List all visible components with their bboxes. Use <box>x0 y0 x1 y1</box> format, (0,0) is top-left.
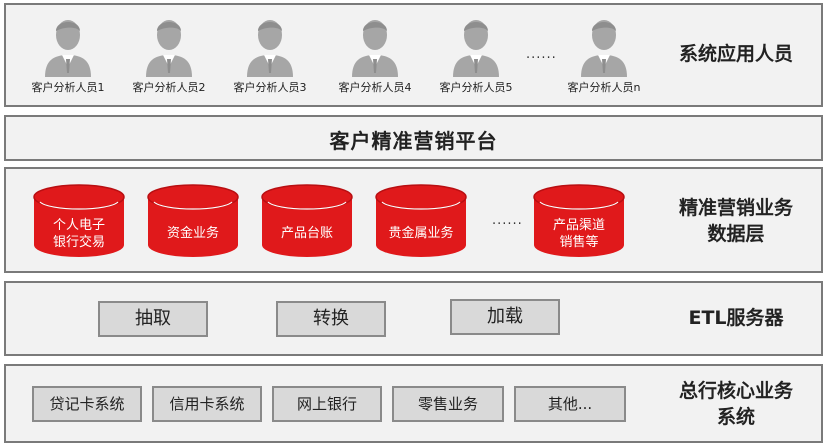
person-icon <box>45 20 91 77</box>
core-system-3: 网上银行 <box>272 386 382 422</box>
person-icon <box>146 20 192 77</box>
core-layer: 贷记卡系统 信用卡系统 网上银行 零售业务 其他... 总行核心业务 系统 <box>4 364 823 443</box>
core-system-5: 其他... <box>514 386 626 422</box>
users-ellipsis: ...... <box>526 47 557 62</box>
data-layer-title: 精准营销业务 数据层 <box>678 197 793 245</box>
data-ellipsis: ...... <box>492 213 523 228</box>
platform-layer: 客户精准营销平台 <box>4 115 823 161</box>
users-layer: 客户分析人员1 客户分析人员2 客户分析人员3 客户分析人员4 <box>4 3 823 107</box>
user-label: 客户分析人员2 <box>132 81 206 94</box>
user-1: 客户分析人员1 <box>20 15 116 95</box>
platform-title: 客户精准营销平台 <box>329 129 498 153</box>
core-system-1: 贷记卡系统 <box>32 386 142 422</box>
user-label: 客户分析人员n <box>567 81 641 94</box>
user-2: 客户分析人员2 <box>121 15 217 95</box>
etl-layer-title: ETL服务器 <box>688 307 784 329</box>
core-system-2: 信用卡系统 <box>152 386 262 422</box>
user-4: 客户分析人员4 <box>327 15 423 95</box>
data-store-1: 个人电子 银行交易 <box>32 183 126 259</box>
database-cylinder-icon <box>533 184 625 257</box>
users-layer-title: 系统应用人员 <box>678 43 793 65</box>
data-store-label: 产品渠道 销售等 <box>552 218 605 250</box>
data-store-label: 个人电子 银行交易 <box>52 218 105 250</box>
data-store-label: 资金业务 <box>166 226 219 241</box>
user-label: 客户分析人员5 <box>439 81 513 94</box>
user-n: 客户分析人员n <box>556 15 652 95</box>
core-system-4: 零售业务 <box>392 386 504 422</box>
user-label: 客户分析人员4 <box>338 81 412 94</box>
data-layer: 个人电子 银行交易 资金业务 产品台账 <box>4 167 823 273</box>
data-store-2: 资金业务 <box>146 183 240 259</box>
person-icon <box>352 20 398 77</box>
user-label: 客户分析人员3 <box>233 81 307 94</box>
person-icon <box>247 20 293 77</box>
database-cylinder-icon <box>261 184 353 257</box>
user-3: 客户分析人员3 <box>222 15 318 95</box>
data-store-label: 贵金属业务 <box>388 226 454 241</box>
data-store-5: 产品渠道 销售等 <box>532 183 626 259</box>
data-store-3: 产品台账 <box>260 183 354 259</box>
database-cylinder-icon <box>147 184 239 257</box>
user-label: 客户分析人员1 <box>31 81 105 94</box>
person-icon <box>453 20 499 77</box>
database-cylinder-icon <box>375 184 467 257</box>
etl-step-load: 加载 <box>450 299 560 335</box>
etl-layer: 抽取 转换 加载 ETL服务器 <box>4 281 823 356</box>
etl-step-transform: 转换 <box>276 301 386 337</box>
user-5: 客户分析人员5 <box>428 15 524 95</box>
etl-step-extract: 抽取 <box>98 301 208 337</box>
database-cylinder-icon <box>33 184 125 257</box>
person-icon <box>581 20 627 77</box>
data-store-label: 产品台账 <box>280 226 333 241</box>
data-store-4: 贵金属业务 <box>374 183 468 259</box>
core-layer-title: 总行核心业务 系统 <box>678 380 793 428</box>
